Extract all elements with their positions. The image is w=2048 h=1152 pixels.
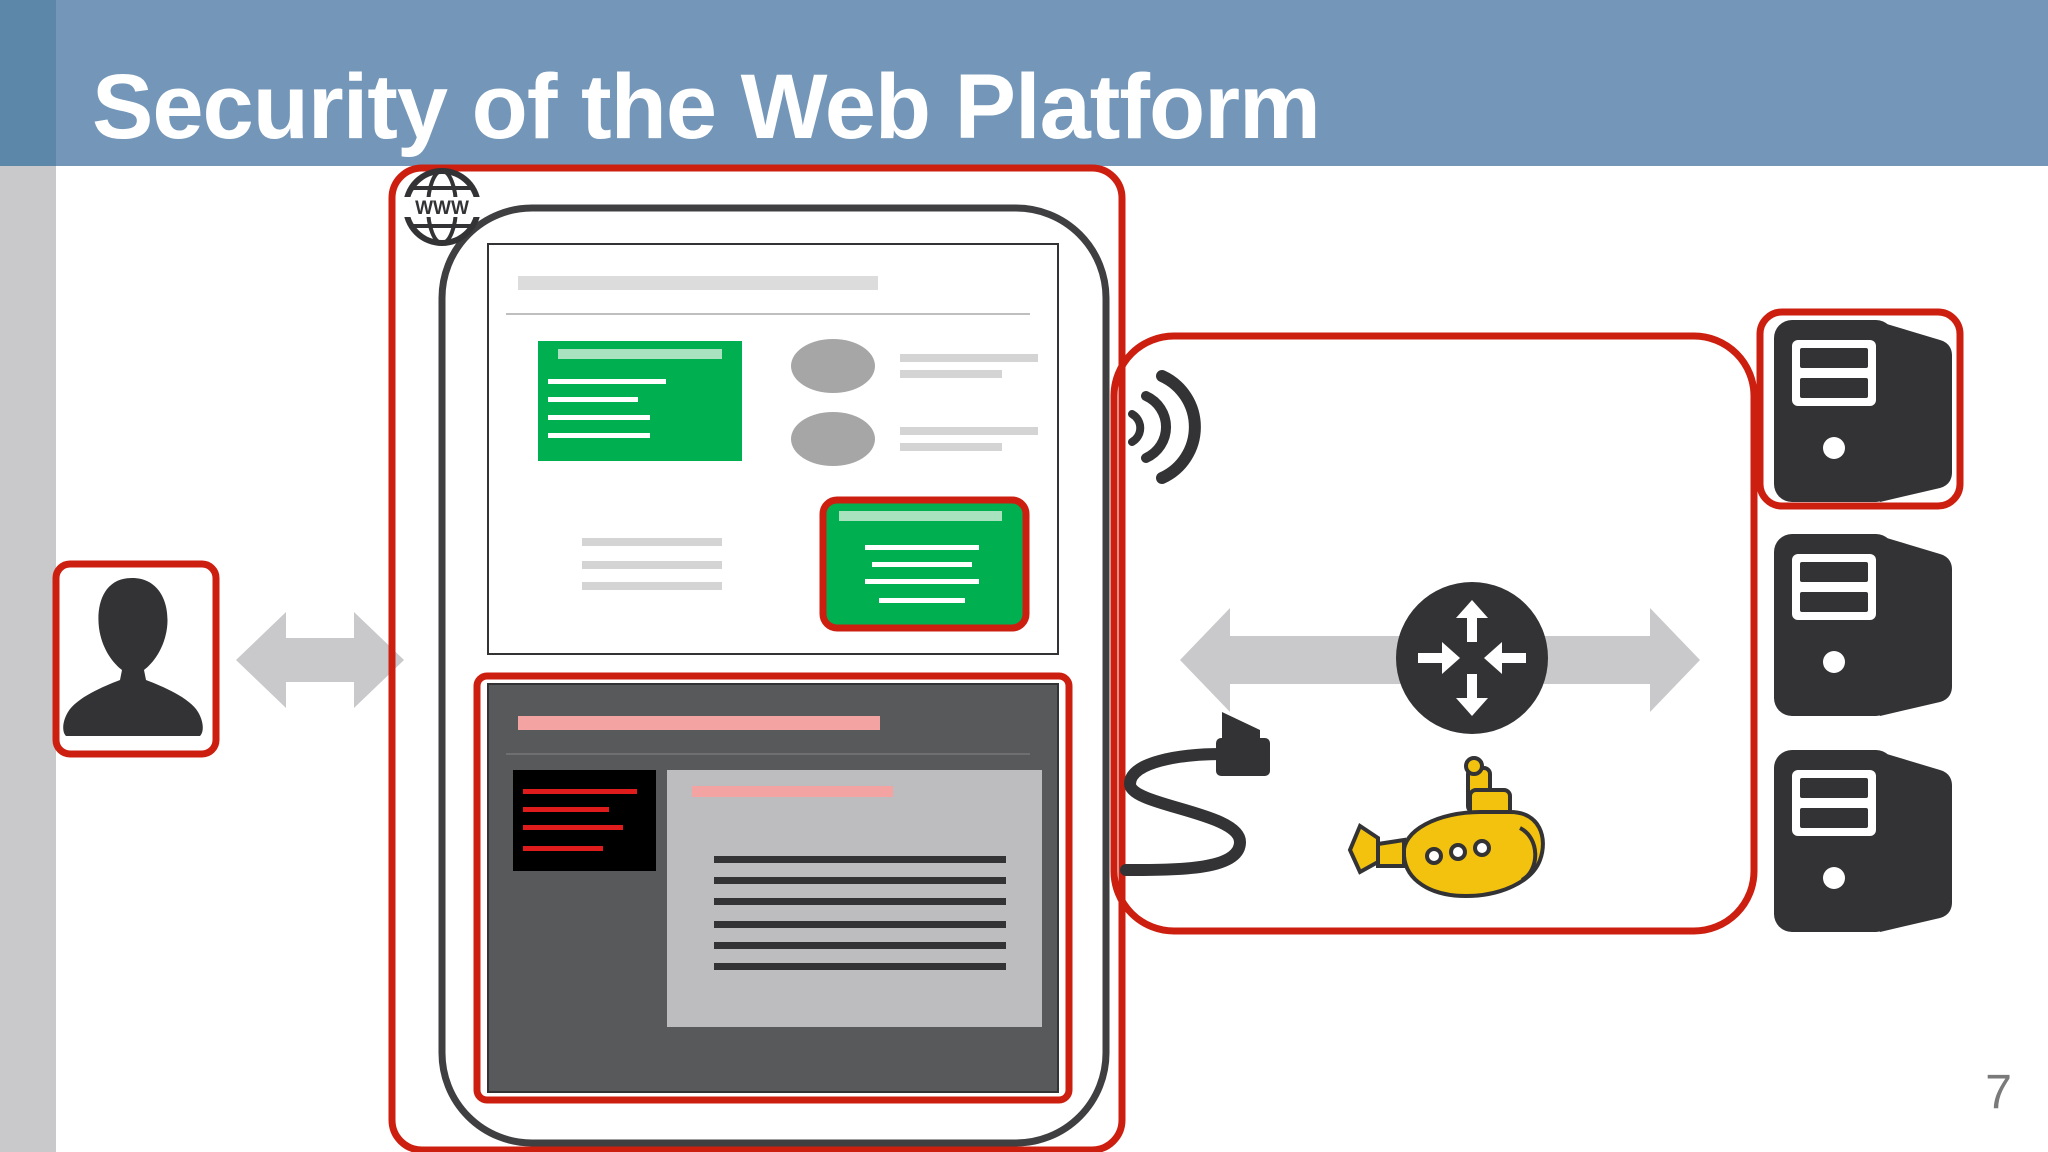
server-tower-icon — [1774, 534, 1952, 716]
server-highlight-frame — [1756, 308, 1964, 510]
router-icon — [1396, 582, 1548, 734]
server-tower-icon — [1774, 320, 1952, 502]
svg-text:WWW: WWW — [415, 198, 469, 219]
slide-title: Security of the Web Platform — [92, 56, 1321, 158]
submarine-icon — [1347, 756, 1545, 899]
user-silhouette-icon — [52, 560, 220, 758]
browser-internals-panel — [473, 672, 1073, 1104]
highlighted-green-card — [819, 496, 1030, 632]
green-content-card — [538, 341, 742, 461]
avatar-placeholder — [791, 339, 875, 393]
network-highlight-frame — [1110, 332, 1758, 935]
avatar-placeholder — [791, 412, 875, 466]
left-accent-bar-top — [0, 0, 56, 166]
ethernet-cable-icon — [1120, 712, 1270, 876]
web-page-window — [487, 243, 1059, 655]
double-arrow-icon — [236, 612, 404, 708]
www-globe-icon: WWW — [402, 168, 482, 246]
header-band — [56, 0, 2048, 166]
left-accent-bar — [0, 0, 56, 1152]
browser-highlight-frame — [388, 164, 1126, 1152]
server-tower-icon — [1774, 750, 1952, 932]
wifi-signal-icon — [1128, 370, 1201, 484]
page-number: 7 — [1985, 1066, 2012, 1119]
device-outline — [438, 204, 1110, 1147]
